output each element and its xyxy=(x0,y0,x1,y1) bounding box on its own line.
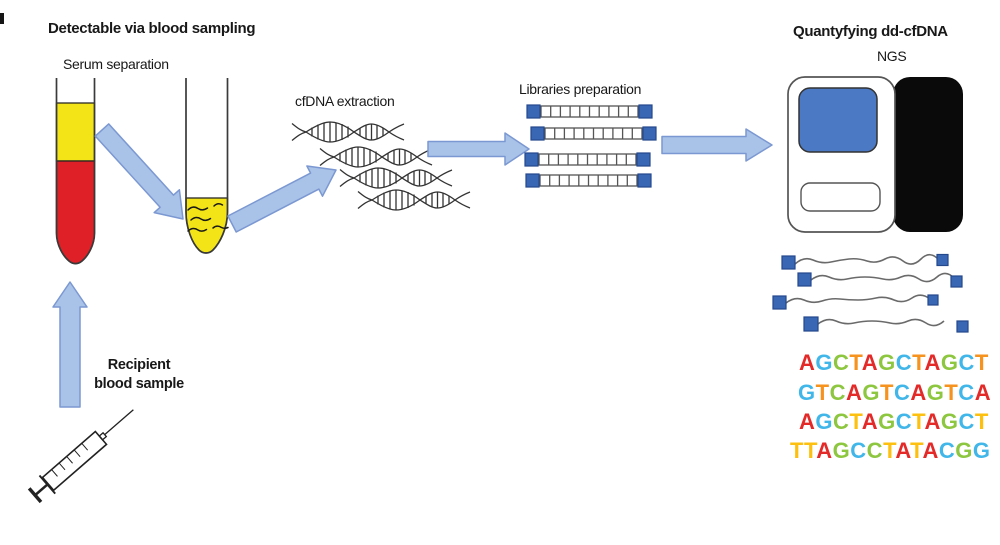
sequencer-cartridge xyxy=(893,77,963,232)
cfdna-squiggles-icon xyxy=(187,202,229,232)
ngs-sequencer-icon xyxy=(787,76,963,233)
blood-collection-tube-icon xyxy=(55,78,96,265)
recipient-blood-sample-label: Recipient blood sample xyxy=(94,357,184,392)
library-strips-icon xyxy=(524,104,657,188)
arrow-right-icon xyxy=(661,128,773,162)
arrow-right-icon xyxy=(427,132,530,166)
sequencer-tray xyxy=(800,182,881,212)
cfdna-extraction-label: cfDNA extraction xyxy=(295,93,395,109)
arrow-down-right-icon xyxy=(94,123,184,220)
sequence-row: AGCTAGCTAGCT xyxy=(799,409,989,434)
scan-artifact xyxy=(0,13,4,24)
ngs-label: NGS xyxy=(877,48,907,64)
sequence-row: AGCTAGCTAGCT xyxy=(799,350,989,375)
libraries-preparation-label: Libraries preparation xyxy=(519,81,642,97)
arrow-up-icon xyxy=(52,281,88,408)
adapter-fragments-icon xyxy=(772,253,969,333)
right-section-title: Quantyfying dd-cfDNA xyxy=(793,23,948,40)
sequence-row: GTCAGTCAGTCA xyxy=(798,380,992,405)
sequencer-screen xyxy=(798,87,878,153)
arrow-up-right-icon xyxy=(227,165,337,233)
syringe-icon xyxy=(27,409,134,504)
dna-helices-icon xyxy=(291,121,471,211)
left-section-title: Detectable via blood sampling xyxy=(48,20,256,37)
serum-separation-label: Serum separation xyxy=(63,56,169,72)
serum-tube-icon xyxy=(185,78,229,254)
sequence-row: TTAGCCTATACGG xyxy=(790,438,991,463)
